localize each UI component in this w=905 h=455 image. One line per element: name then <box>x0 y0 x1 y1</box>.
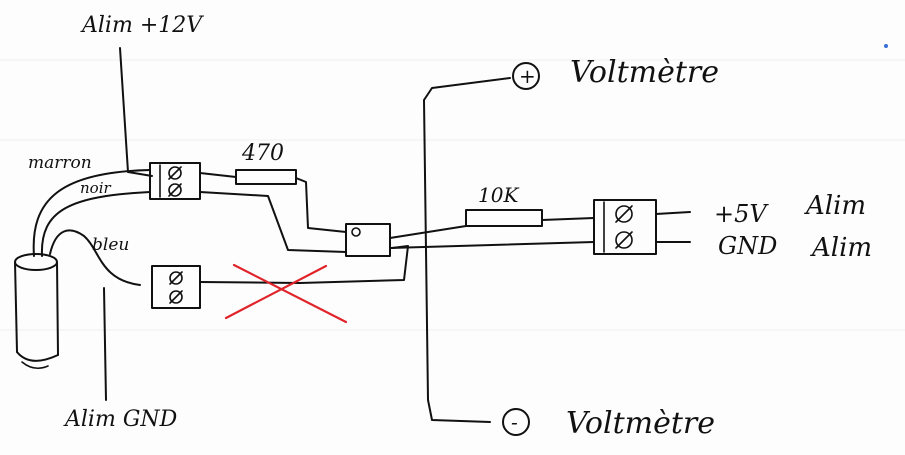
output-wire-top <box>389 225 467 239</box>
voltmeter-minus-label: Voltmètre <box>566 406 715 441</box>
resistor-470-label: 470 <box>241 141 284 166</box>
lead-5v <box>655 211 691 215</box>
terminal-block-top <box>149 162 201 200</box>
paper-background <box>0 59 905 331</box>
alim-gnd-label: Alim GND <box>63 407 178 432</box>
bleu-label: bleu <box>92 235 129 255</box>
voltmeter-minus: - Voltmètre <box>502 406 715 441</box>
terminal-block-bleu <box>151 265 201 309</box>
plus-symbol: + <box>519 64 536 88</box>
voltmeter-plus: + Voltmètre <box>512 55 719 90</box>
plus-circle-icon <box>512 62 540 90</box>
gnd-label: GND <box>718 232 777 260</box>
alim-gnd-wire <box>103 287 107 401</box>
marron-label: marron <box>28 153 92 173</box>
plus-5v-alim-label: Alim <box>804 191 866 221</box>
resistor-10k <box>465 209 595 227</box>
gnd-alim-label: Alim <box>810 233 872 263</box>
voltmeter-plus-label: Voltmètre <box>570 55 719 90</box>
noir-wire <box>199 191 347 253</box>
sensor-cylinder <box>14 253 59 370</box>
alim-12v-label: Alim +12V <box>80 13 204 38</box>
plus-5v-label: +5V <box>714 200 769 228</box>
transistor <box>345 223 391 257</box>
output-wire-bottom <box>389 241 595 249</box>
resistor-470 <box>199 169 347 233</box>
red-cross-mark <box>224 263 348 324</box>
terminal-block-right <box>593 199 657 255</box>
sensor-wires <box>32 169 151 286</box>
resistor-10k-label: 10K <box>478 183 519 207</box>
minus-symbol: - <box>511 410 518 434</box>
ink-dot <box>884 44 888 48</box>
minus-circle-icon <box>502 408 530 436</box>
noir-label: noir <box>80 179 111 197</box>
alim-12v-wire <box>119 47 153 177</box>
voltmeter-bus <box>423 77 511 423</box>
